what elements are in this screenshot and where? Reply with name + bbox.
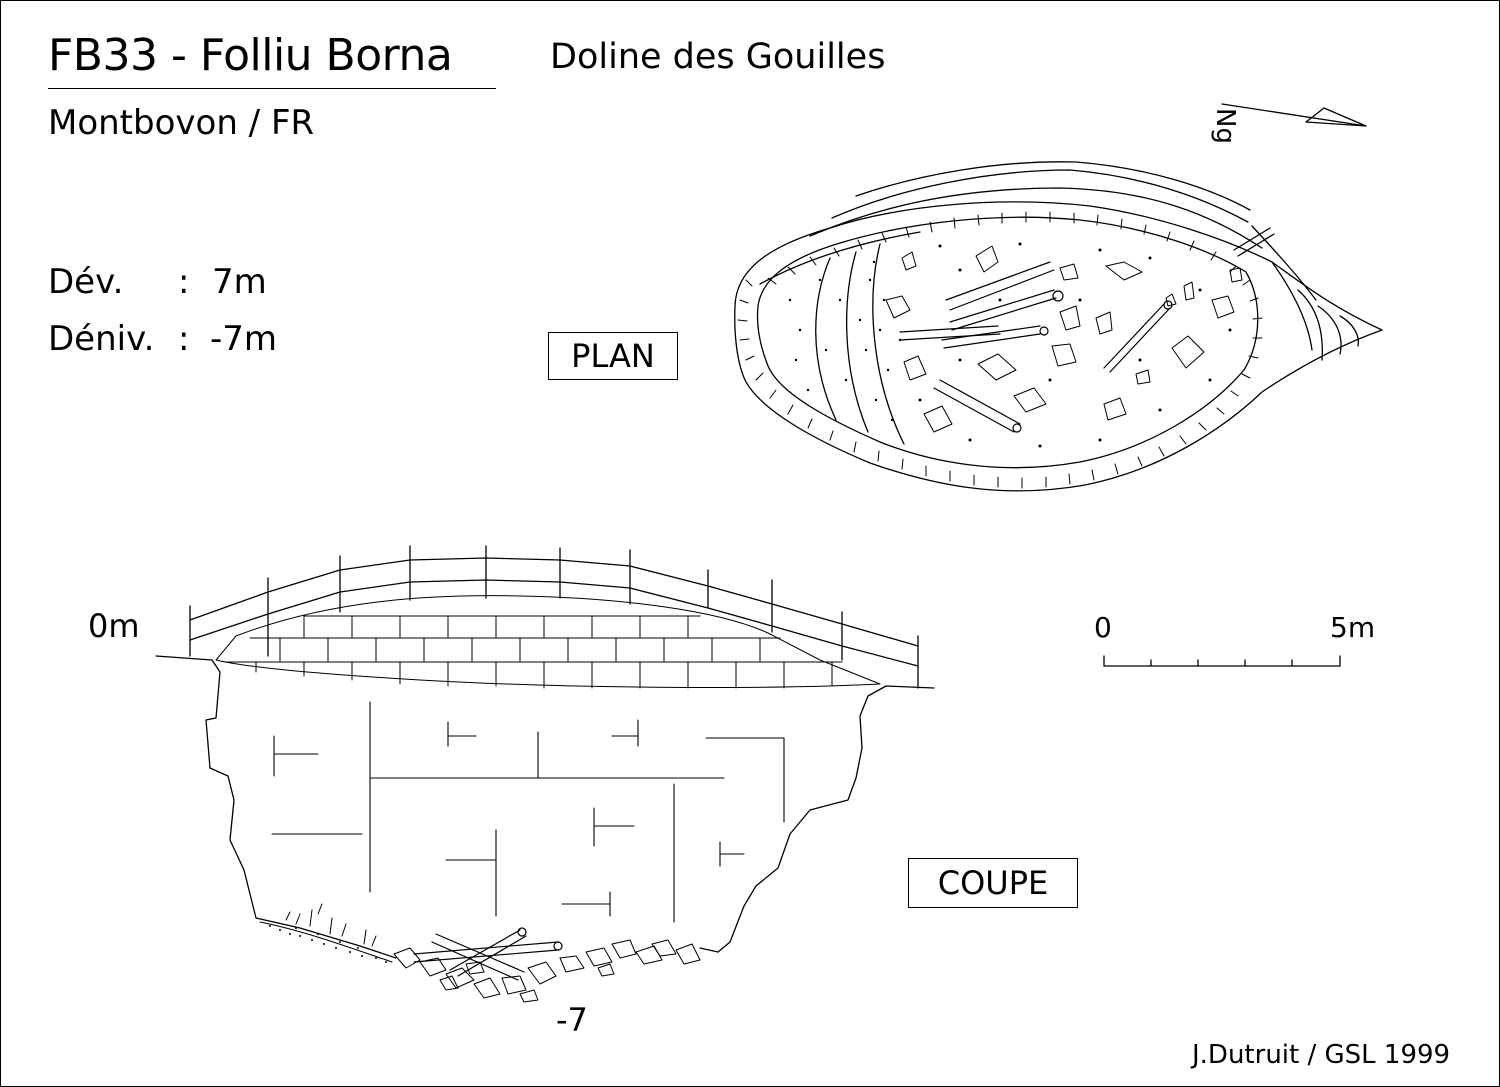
scale-bar [1103,655,1341,667]
scale-end-label: 5m [1330,611,1376,644]
scale-start-label: 0 [1094,611,1112,644]
development-colon: : [178,262,190,302]
section-rubble [393,939,701,1003]
section-right-wall [717,685,887,953]
survey-subtitle: Doline des Gouilles [550,37,886,77]
survey-title: FB33 - Folliu Borna [48,30,453,81]
section-sediment [259,903,393,963]
plan-rim-ticks [737,211,1263,489]
survey-location: Montbovon / FR [48,103,315,143]
denivellation-colon: : [178,319,190,359]
section-rock-joints [271,701,785,923]
title-underline [48,88,496,89]
plan-outline [734,201,1383,492]
section-fence [189,545,919,689]
plan-inner-rim [756,216,1259,469]
section-logs [413,927,563,981]
north-arrow-icon [1221,103,1367,127]
section-masonry [215,595,881,689]
denivellation-value: -7m [210,319,278,359]
author-credit: J.Dutruit / GSL 1999 [1192,1040,1451,1070]
denivellation-label: Déniv. [48,319,155,359]
plan-rocks [885,245,1243,433]
depth-top-label: 0m [88,607,140,645]
section-view-label: COUPE [908,858,1078,908]
development-value: 7m [212,262,267,302]
plan-view-drawing [734,161,1383,492]
plan-logs [899,261,1173,433]
section-left-wall [205,659,257,919]
depth-bottom-label: -7 [556,1001,588,1039]
plan-view-label: PLAN [548,332,678,380]
section-view-drawing [155,545,935,1003]
development-label: Dév. [48,262,124,302]
plan-gravel-dots [788,242,1232,448]
